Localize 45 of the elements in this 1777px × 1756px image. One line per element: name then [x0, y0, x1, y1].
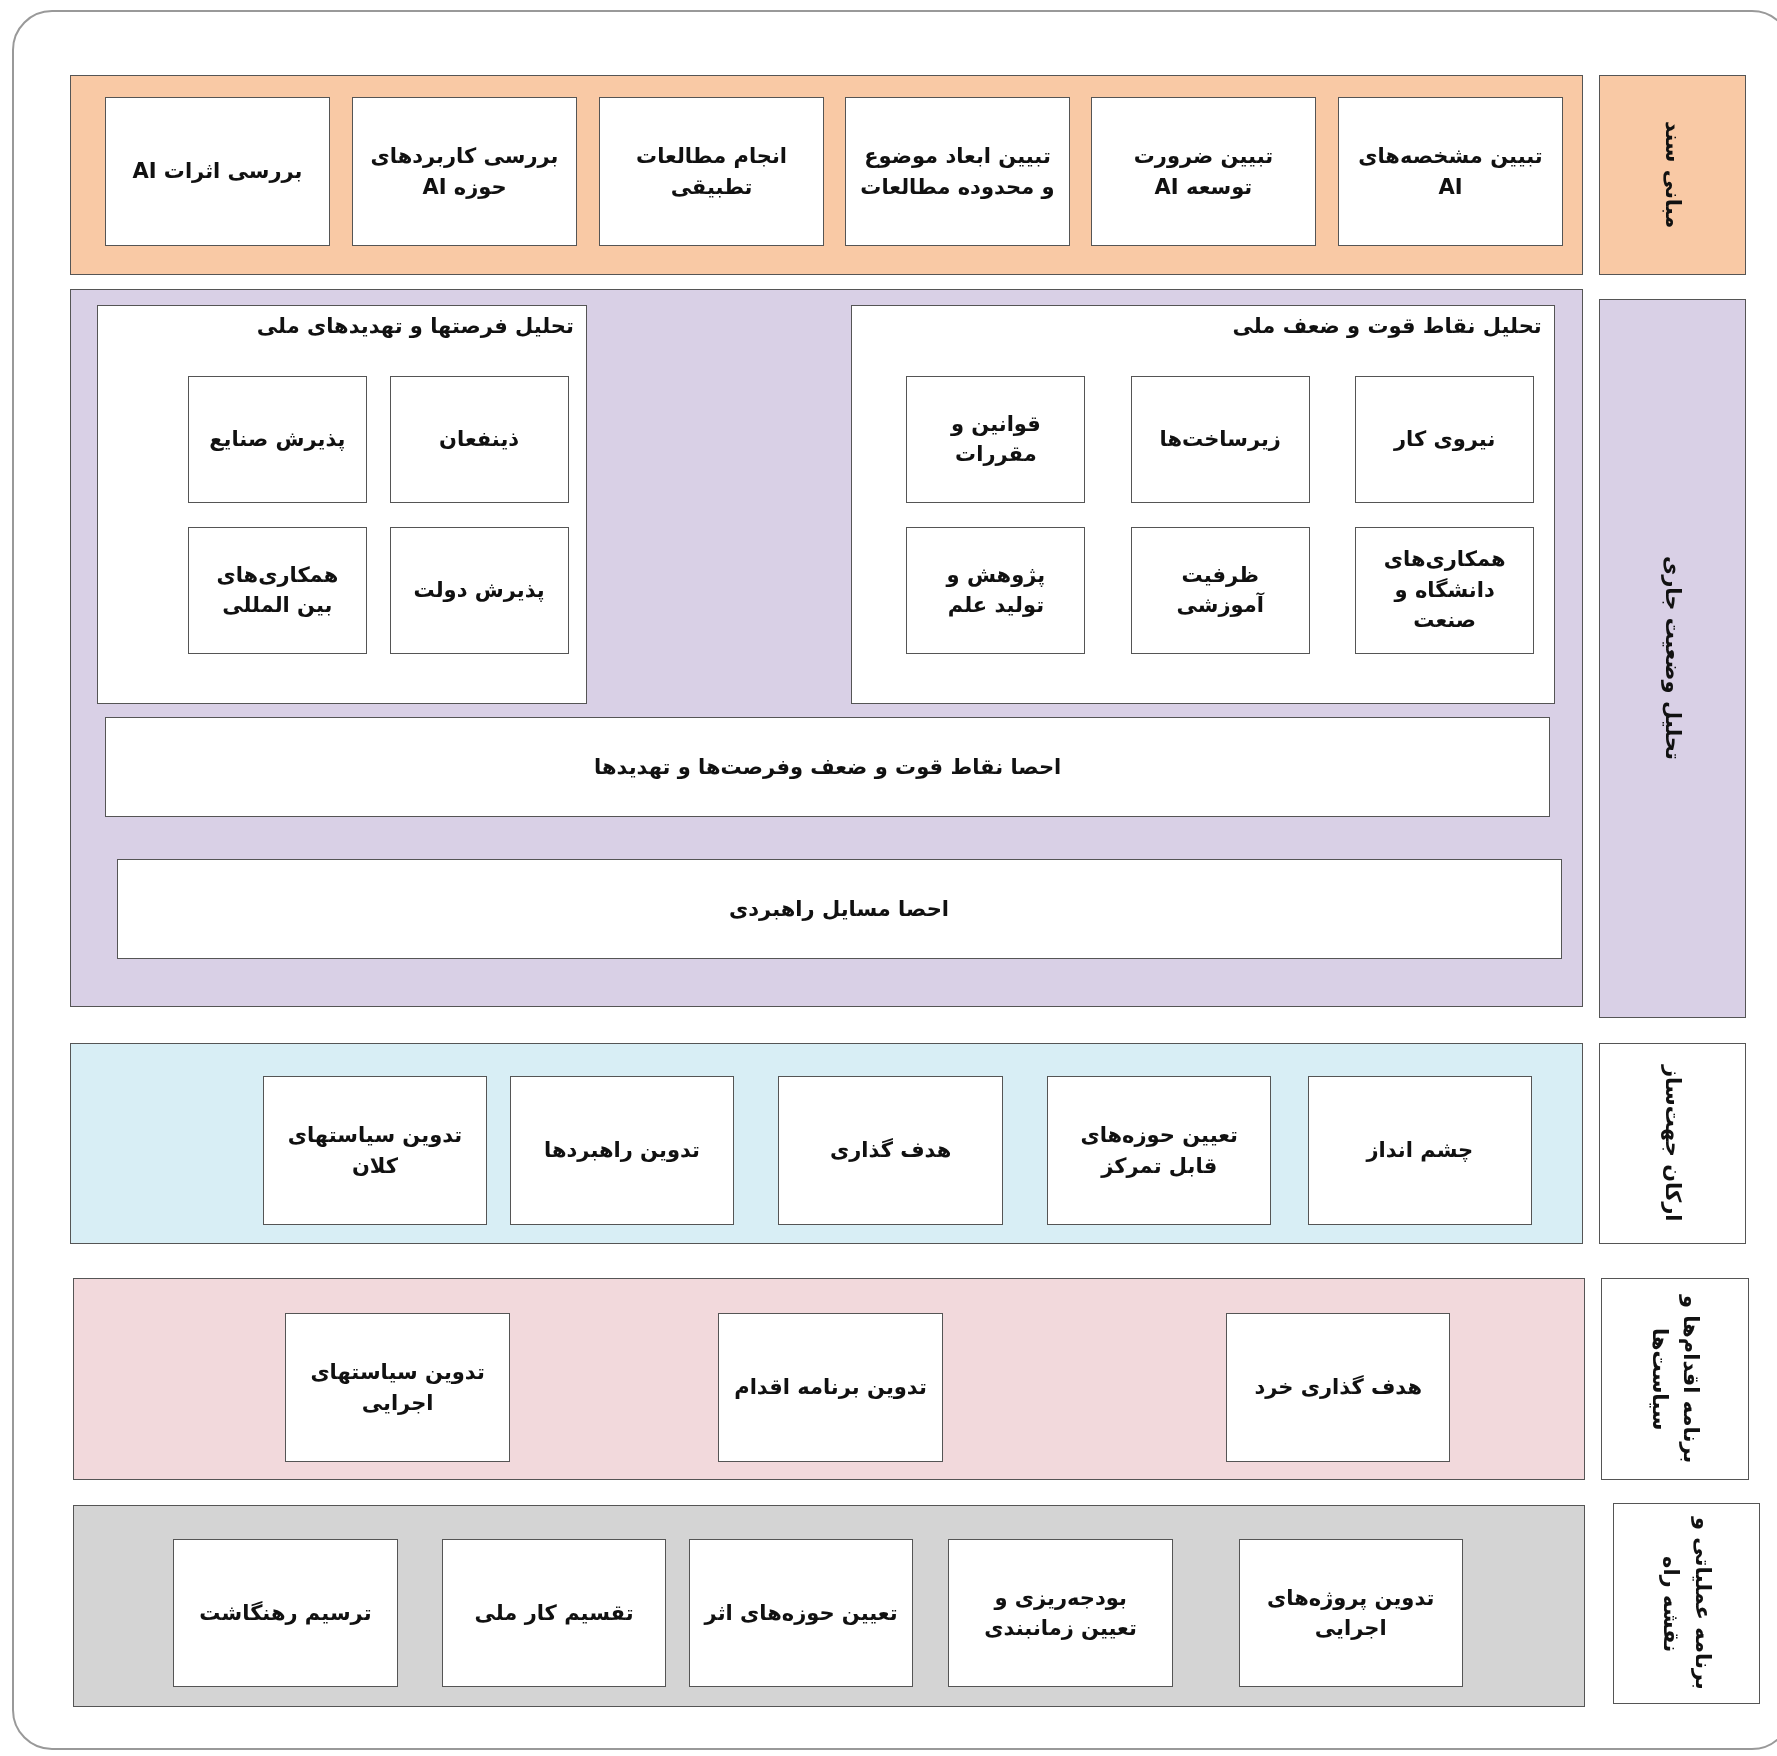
step-box: تعیین حوزه‌های اثر	[688, 1538, 914, 1688]
step-box: بررسی کاربردهای حوزه AI	[352, 97, 577, 246]
step-box: تعیین حوزه‌های قابل تمرکز	[1047, 1076, 1272, 1225]
step-box: پذیرش صنایع	[187, 375, 367, 503]
section-band	[72, 1278, 1586, 1481]
step-box: تبیین ابعاد موضوع و محدوده مطالعات	[845, 97, 1070, 246]
step-box: تقسیم کار ملی	[441, 1538, 667, 1688]
section-label: مبانی سند	[1599, 74, 1747, 276]
section-band	[70, 74, 1584, 276]
step-box: تدوین راهبردها	[509, 1076, 735, 1225]
step-box: همکاری‌های بین المللی	[187, 526, 367, 654]
step-box: قوانین و مقررات	[906, 375, 1086, 503]
analysis-panel	[850, 304, 1555, 704]
step-box: تدوین پروژه‌های اجرایی	[1238, 1538, 1463, 1688]
step-box: تدوین سیاستهای اجرایی	[285, 1313, 510, 1462]
step-box: تبیین ضرورت توسعه AI	[1091, 97, 1316, 246]
panel-heading: تحلیل نقاط قوت و ضعف ملی	[1232, 313, 1542, 338]
step-box: انجام مطالعات تطبیقی	[599, 97, 824, 246]
section-band	[70, 1042, 1584, 1245]
section-band	[72, 1505, 1586, 1707]
step-box: ذینفعان	[389, 375, 569, 503]
step-box: چشم انداز	[1307, 1076, 1533, 1225]
step-box: بودجه‌ریزی و تعیین زمانبندی	[948, 1538, 1173, 1688]
step-box: احصا نقاط قوت و ضعف وفرصت‌ها و تهدیدها	[105, 717, 1551, 817]
step-box: تدوین برنامه اقدام	[718, 1313, 943, 1462]
section-band	[70, 289, 1584, 1008]
step-box: بررسی اثرات AI	[105, 97, 330, 246]
step-box: هدف گذاری خرد	[1226, 1313, 1451, 1462]
step-box: پذیرش دولت	[389, 526, 569, 654]
step-box: همکاری‌های دانشگاه و صنعت	[1355, 526, 1535, 654]
section-label: برنامه اقدام‌ها و سیاست‌ها	[1601, 1278, 1749, 1481]
section-label: تحلیل وضعیت جاری	[1599, 299, 1747, 1018]
step-box: تدوین سیاستهای کلان	[262, 1076, 488, 1225]
step-box: نیروی کار	[1355, 375, 1535, 503]
step-box: ظرفیت آموزشی	[1130, 526, 1310, 654]
step-box: ترسیم رهنگاشت	[173, 1538, 398, 1688]
panel-heading: تحلیل فرصتها و تهدیدهای ملی	[256, 313, 574, 338]
section-label: برنامه عملیاتی و نقشه راه	[1612, 1502, 1760, 1705]
analysis-panel	[97, 304, 587, 704]
step-box: زیرساخت‌ها	[1130, 375, 1310, 503]
step-box: احصا مسایل راهبردی	[116, 858, 1562, 959]
step-box: پژوهش و تولید علم	[906, 526, 1086, 654]
step-box: تبیین مشخصه‌های AI	[1338, 97, 1563, 246]
step-box: هدف گذاری	[778, 1076, 1003, 1225]
section-label: ارکان جهت‌ساز	[1599, 1042, 1747, 1245]
